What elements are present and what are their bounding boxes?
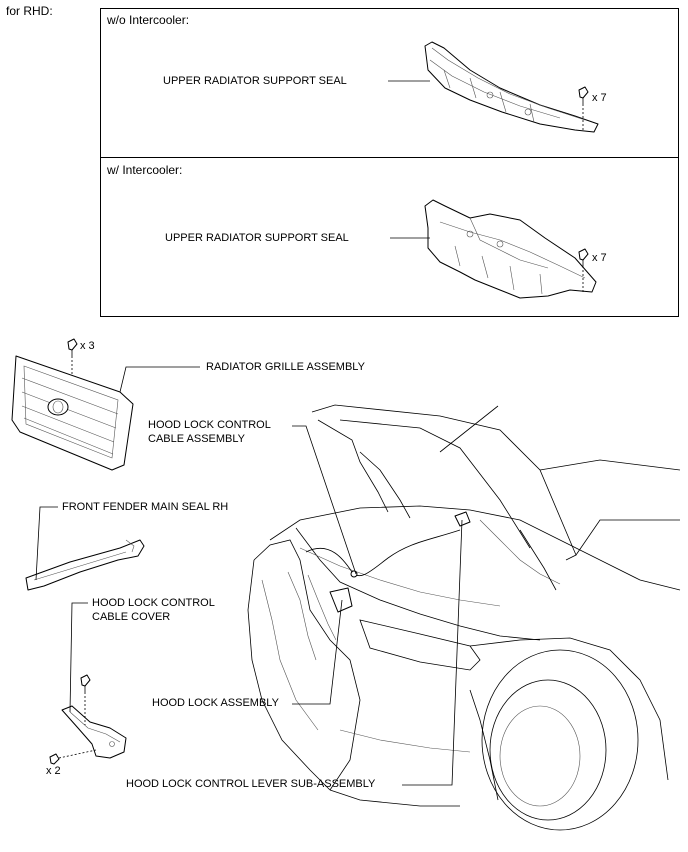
hood-lock-cable-cover bbox=[61, 705, 127, 759]
hood-lock-label: HOOD LOCK ASSEMBLY bbox=[152, 697, 279, 709]
variant-panels bbox=[100, 8, 679, 317]
cable-clamp bbox=[350, 570, 358, 578]
hood-lock-cable-label-2: CABLE ASSEMBLY bbox=[148, 433, 246, 445]
clip-icon-bottom bbox=[578, 248, 589, 266]
front-fender-seal-label: FRONT FENDER MAIN SEAL RH bbox=[62, 501, 229, 513]
screw-icon-cover-top bbox=[80, 674, 91, 692]
panel-bottom-seal-label: UPPER RADIATOR SUPPORT SEAL bbox=[165, 232, 349, 244]
leader-lever bbox=[402, 519, 463, 786]
panel-divider bbox=[100, 157, 679, 158]
radiator-grille-label: RADIATOR GRILLE ASSEMBLY bbox=[206, 361, 365, 373]
leader-cable-cover bbox=[69, 602, 88, 713]
variant-label: for RHD: bbox=[6, 4, 53, 18]
hood-lock-lever-label: HOOD LOCK CONTROL LEVER SUB-ASSEMBLY bbox=[126, 778, 376, 790]
panel-bottom-title: w/ Intercooler: bbox=[107, 163, 183, 177]
radiator-grille-assembly bbox=[11, 355, 134, 471]
leader-grille bbox=[119, 366, 200, 393]
leader-cable-assembly bbox=[292, 425, 357, 575]
leader-hood-lock bbox=[292, 599, 343, 705]
upper-radiator-support-seal-top bbox=[424, 41, 599, 133]
cable-cover-label-1: HOOD LOCK CONTROL bbox=[92, 597, 215, 609]
panel-top-seal-label: UPPER RADIATOR SUPPORT SEAL bbox=[163, 75, 347, 87]
cable-cover-screw-qty: x 2 bbox=[46, 765, 61, 777]
screw-dash-cover-side bbox=[58, 749, 97, 759]
clip-icon-top bbox=[578, 86, 589, 104]
front-fender-main-seal bbox=[25, 539, 145, 591]
hood-lock-cable-label-1: HOOD LOCK CONTROL bbox=[148, 419, 271, 431]
hood-lock-control-cable bbox=[305, 529, 461, 577]
vehicle-front-illustration bbox=[247, 404, 681, 831]
upper-radiator-support-seal-bottom bbox=[424, 199, 597, 299]
cable-cover-label-2: CABLE COVER bbox=[92, 611, 171, 623]
clip-icon-grille bbox=[67, 338, 78, 356]
panel-top-clip-qty: x 7 bbox=[592, 92, 607, 104]
grille-clip-qty: x 3 bbox=[80, 340, 95, 352]
panel-bottom-clip-qty: x 7 bbox=[592, 252, 607, 264]
leader-fender-seal bbox=[35, 506, 58, 581]
screw-icon-cover-side bbox=[49, 753, 60, 765]
panel-top-title: w/o Intercooler: bbox=[107, 13, 190, 27]
